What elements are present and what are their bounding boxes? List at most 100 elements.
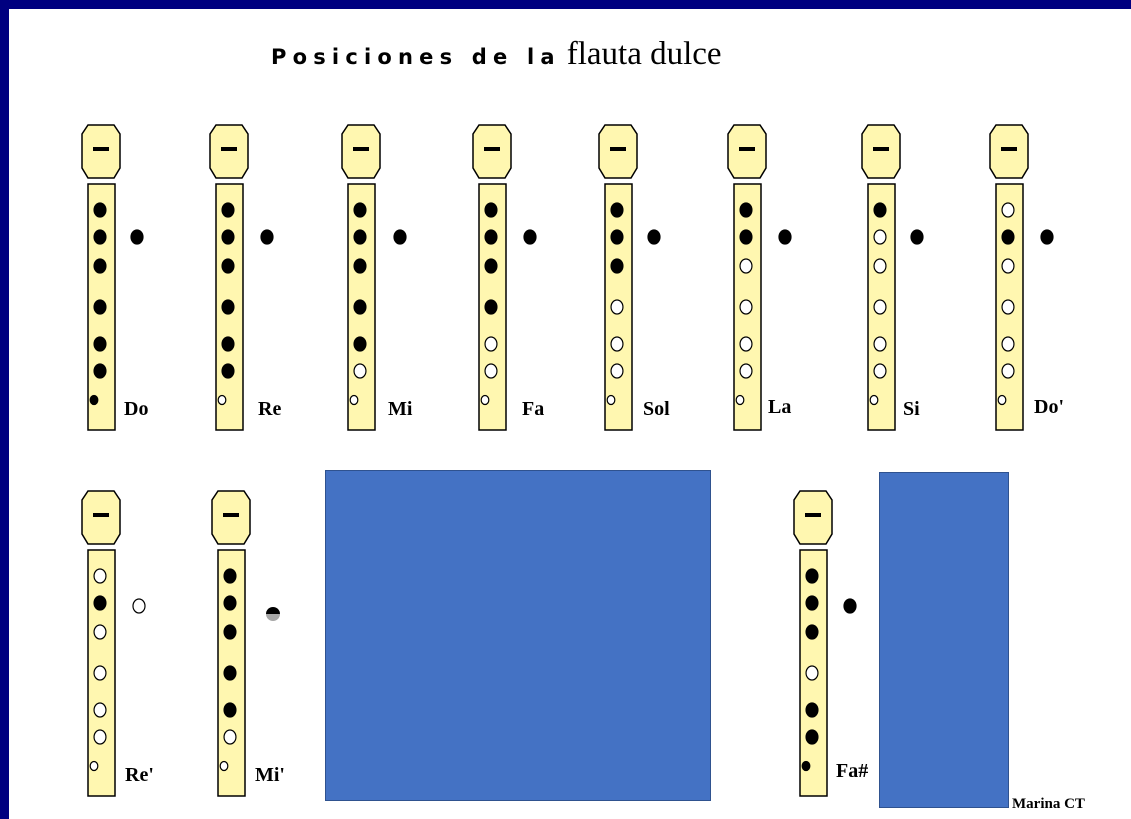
finger-hole-5-open xyxy=(873,336,887,352)
finger-hole-1-closed xyxy=(353,202,367,218)
thumb-hole-top-half xyxy=(266,607,280,614)
thumb-hole-closed xyxy=(130,229,144,245)
recorder-re-high xyxy=(81,490,121,797)
finger-hole-3-open xyxy=(873,258,887,274)
finger-hole-7-open xyxy=(219,760,229,772)
flute-head xyxy=(81,124,121,179)
flute-body xyxy=(995,183,1024,431)
flute-head xyxy=(861,124,901,179)
finger-hole-7-open xyxy=(606,394,616,406)
finger-hole-7-open xyxy=(869,394,879,406)
finger-hole-2-closed xyxy=(221,229,235,245)
finger-hole-2-closed xyxy=(93,595,107,611)
finger-hole-3-open xyxy=(739,258,753,274)
windway-icon xyxy=(223,513,239,517)
finger-hole-4-open xyxy=(610,299,624,315)
finger-hole-4-closed xyxy=(223,665,237,681)
thumb-hole-re-high xyxy=(132,598,146,614)
thumb-hole-la xyxy=(778,229,792,245)
flute-head xyxy=(81,490,121,545)
flute-head xyxy=(598,124,638,179)
finger-hole-4-closed xyxy=(93,299,107,315)
finger-hole-3-closed xyxy=(610,258,624,274)
recorder-fa xyxy=(472,124,512,431)
finger-hole-7-open xyxy=(997,394,1007,406)
note-label-do: Do xyxy=(124,398,149,420)
finger-hole-2-closed xyxy=(484,229,498,245)
finger-hole-2-closed xyxy=(739,229,753,245)
windway-icon xyxy=(221,147,237,151)
finger-hole-5-open xyxy=(739,336,753,352)
finger-hole-7-open xyxy=(480,394,490,406)
recorder-sol xyxy=(598,124,638,431)
finger-hole-5-closed xyxy=(353,336,367,352)
flute-head xyxy=(727,124,767,179)
recorder-fa-sharp xyxy=(793,490,833,797)
thumb-hole-fa xyxy=(523,229,537,245)
windway-icon xyxy=(805,513,821,517)
title-plain-text: flauta dulce xyxy=(566,36,722,72)
thumb-hole-closed xyxy=(523,229,537,245)
finger-hole-3-closed xyxy=(93,258,107,274)
frame-left-border xyxy=(0,0,9,819)
finger-hole-3-closed xyxy=(805,624,819,640)
thumb-hole-closed xyxy=(393,229,407,245)
finger-hole-1-open xyxy=(1001,202,1015,218)
recorder-re xyxy=(209,124,249,431)
thumb-hole-mi-high xyxy=(266,607,280,621)
recorder-do xyxy=(81,124,121,431)
flute-head xyxy=(793,490,833,545)
recorder-mi xyxy=(341,124,381,431)
flute-head xyxy=(472,124,512,179)
flute-head xyxy=(989,124,1029,179)
note-label-si: Si xyxy=(903,398,920,420)
windway-icon xyxy=(873,147,889,151)
thumb-hole-re xyxy=(260,229,274,245)
finger-hole-4-open xyxy=(93,665,107,681)
finger-hole-4-open xyxy=(873,299,887,315)
thumb-hole-closed xyxy=(910,229,924,245)
note-label-sol: Sol xyxy=(643,398,670,420)
finger-hole-1-closed xyxy=(805,568,819,584)
finger-hole-5-closed xyxy=(805,702,819,718)
finger-hole-1-closed xyxy=(610,202,624,218)
note-label-re-high: Re' xyxy=(125,764,154,786)
finger-hole-2-closed xyxy=(1001,229,1015,245)
thumb-hole-closed xyxy=(778,229,792,245)
finger-hole-1-closed xyxy=(93,202,107,218)
thumb-hole-sol xyxy=(647,229,661,245)
finger-hole-2-closed xyxy=(353,229,367,245)
recorder-do-high xyxy=(989,124,1029,431)
finger-hole-2-closed xyxy=(223,595,237,611)
thumb-hole-mi xyxy=(393,229,407,245)
finger-hole-6-open xyxy=(353,363,367,379)
frame-top-border xyxy=(0,0,1131,9)
windway-icon xyxy=(93,147,109,151)
note-label-fa: Fa xyxy=(522,398,545,420)
finger-hole-5-closed xyxy=(223,702,237,718)
finger-hole-6-open xyxy=(1001,363,1015,379)
recorder-la xyxy=(727,124,767,431)
windway-icon xyxy=(739,147,755,151)
finger-hole-1-closed xyxy=(739,202,753,218)
blue-panel-small xyxy=(879,472,1009,808)
thumb-hole-closed xyxy=(1040,229,1054,245)
finger-hole-4-closed xyxy=(353,299,367,315)
recorder-mi-high xyxy=(211,490,251,797)
recorder-si xyxy=(861,124,901,431)
finger-hole-6-closed xyxy=(805,729,819,745)
flute-head xyxy=(211,490,251,545)
finger-hole-7-closed xyxy=(801,760,811,772)
finger-hole-3-closed xyxy=(484,258,498,274)
finger-hole-6-open xyxy=(873,363,887,379)
finger-hole-1-open xyxy=(93,568,107,584)
finger-hole-2-open xyxy=(873,229,887,245)
thumb-hole-open xyxy=(132,598,146,614)
note-label-do-high: Do' xyxy=(1034,396,1064,418)
finger-hole-5-open xyxy=(610,336,624,352)
finger-hole-3-closed xyxy=(353,258,367,274)
finger-hole-5-open xyxy=(1001,336,1015,352)
finger-hole-7-closed xyxy=(89,394,99,406)
finger-hole-6-open xyxy=(610,363,624,379)
